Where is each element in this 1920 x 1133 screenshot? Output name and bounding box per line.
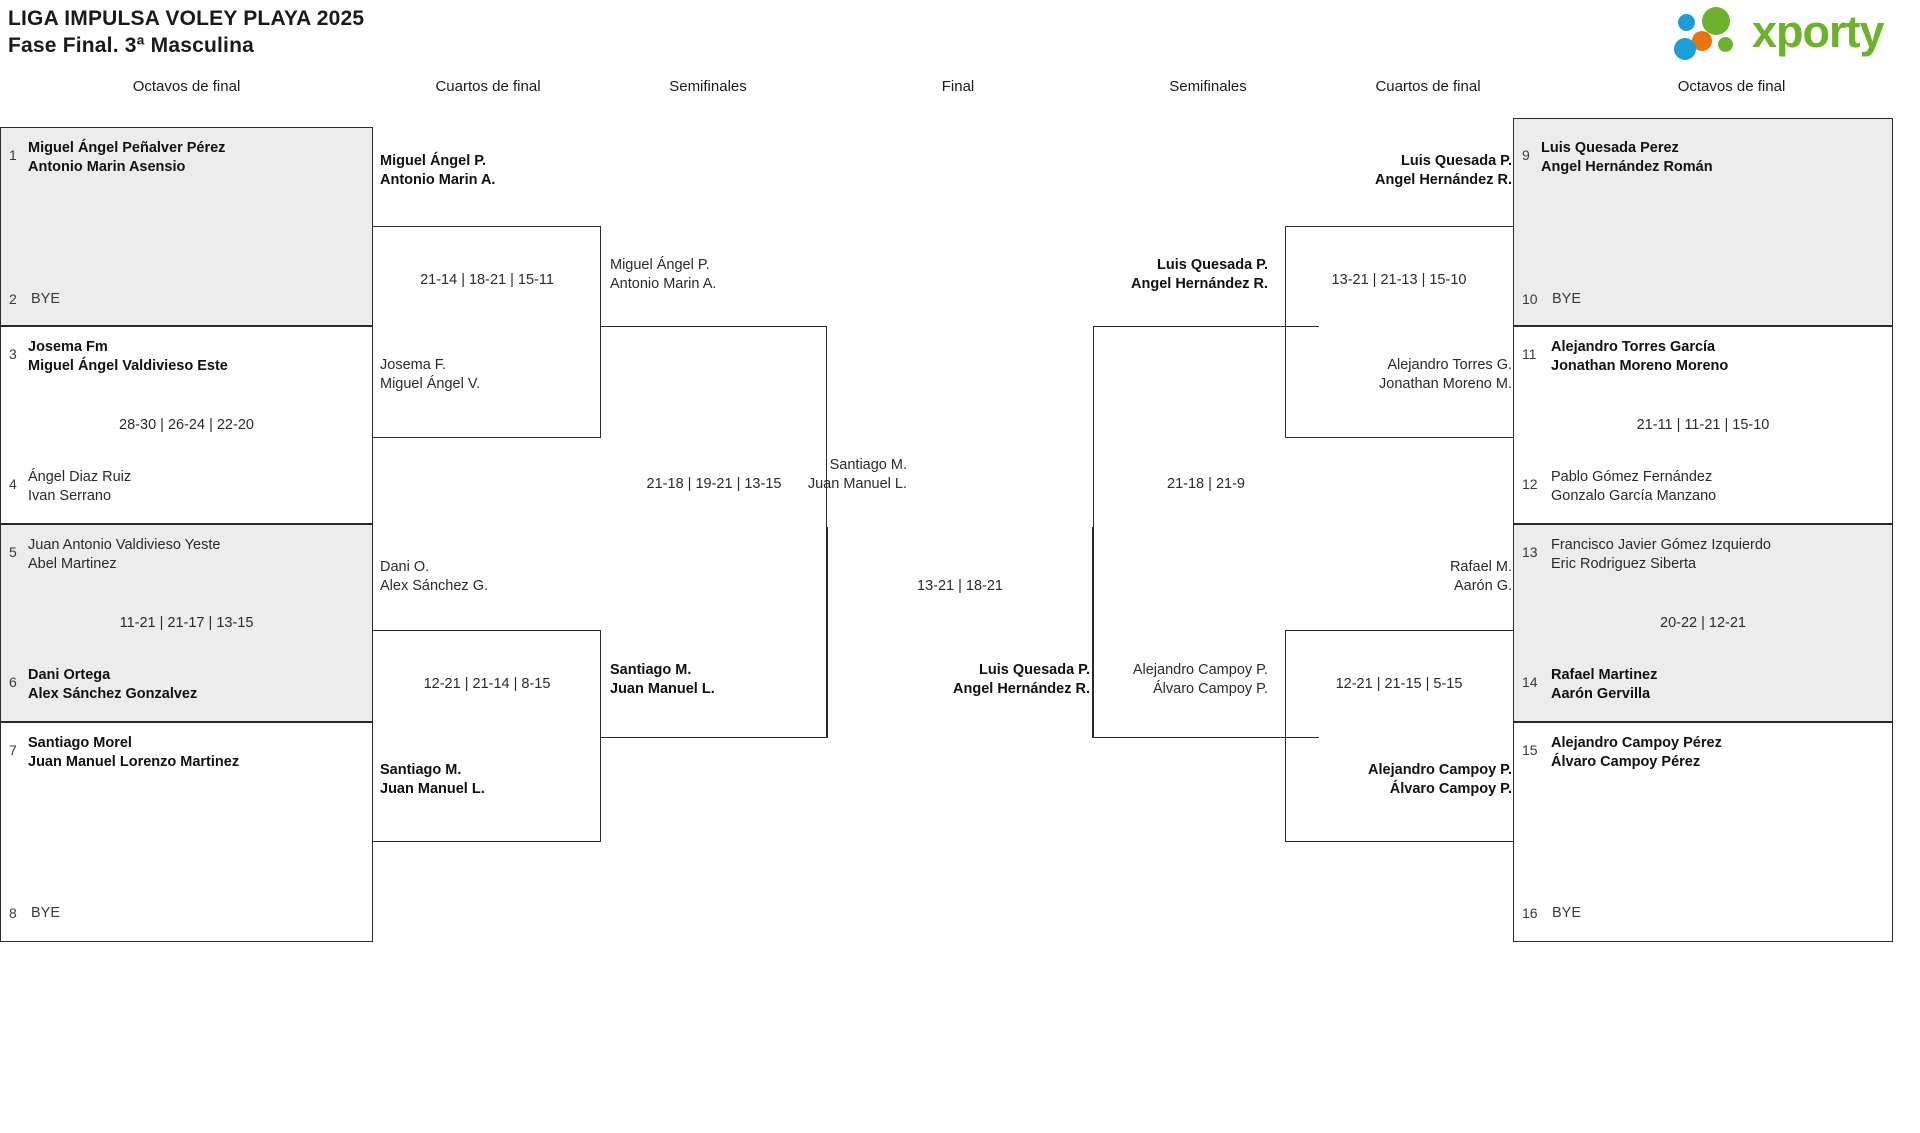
team-names: Ángel Diaz Ruiz Ivan Serrano	[28, 469, 132, 504]
seed-number: 16	[1522, 905, 1538, 921]
team-names: Santiago Morel Juan Manuel Lorenzo Marti…	[28, 735, 240, 770]
tournament-name: LIGA IMPULSA VOLEY PLAYA 2025	[8, 7, 365, 30]
qf-team-right-4: Alejandro Campoy P. Álvaro Campoy P.	[1368, 762, 1512, 797]
bye-label: BYE	[1552, 905, 1582, 921]
qf-score-2: 12-21 | 21-14 | 8-15	[423, 676, 551, 692]
qf-score-right-1: 13-21 | 21-13 | 15-10	[1331, 272, 1467, 288]
final-team-left: Santiago M. Juan Manuel L.	[807, 457, 907, 492]
qf-team-4: Santiago M. Juan Manuel L.	[380, 762, 485, 797]
round-label-right-r16: Octavos de final	[1677, 78, 1786, 95]
sf-team-right-1: Luis Quesada P. Angel Hernández R.	[1131, 257, 1268, 292]
sf-team-2: Santiago M. Juan Manuel L.	[610, 662, 715, 697]
seed-number: 8	[9, 905, 17, 921]
team-names: Luis Quesada Perez Angel Hernández Román	[1541, 140, 1713, 175]
team-names: Alejandro Campoy Pérez Álvaro Campoy Pér…	[1551, 735, 1722, 770]
round-label-right-qf: Cuartos de final	[1375, 78, 1481, 95]
sf-score-right: 21-18 | 21-9	[1167, 476, 1245, 492]
bye-label: BYE	[31, 291, 61, 307]
match-score: 11-21 | 21-17 | 13-15	[119, 615, 254, 631]
sf-link-left	[601, 326, 827, 738]
logo-dot-green-small	[1718, 37, 1733, 52]
seed-number: 15	[1522, 742, 1538, 758]
team-names: Francisco Javier Gómez Izquierdo Eric Ro…	[1551, 537, 1771, 572]
team-names: Pablo Gómez Fernández Gonzalo García Man…	[1551, 469, 1717, 504]
seed-number: 10	[1522, 291, 1538, 307]
r16-match-6[interactable]: 11 Alejandro Torres García Jonathan More…	[1513, 326, 1893, 524]
qf-team-right-2: Alejandro Torres G. Jonathan Moreno M.	[1379, 357, 1512, 392]
seed-number: 4	[9, 476, 17, 492]
seed-number: 5	[9, 544, 17, 560]
final-score: 13-21 | 18-21	[917, 578, 1003, 594]
qf-team-1: Miguel Ángel P. Antonio Marin A.	[380, 153, 496, 188]
qf-link-right-1	[1285, 226, 1513, 438]
tournament-phase: Fase Final. 3ª Masculina	[8, 34, 254, 57]
seed-number: 6	[9, 674, 17, 690]
match-score: 28-30 | 26-24 | 22-20	[119, 417, 254, 433]
qf-link-2	[373, 630, 601, 842]
final-team-right: Luis Quesada P. Angel Hernández R.	[953, 662, 1090, 697]
logo-dot-orange	[1692, 31, 1712, 51]
r16-match-4[interactable]: 7 Santiago Morel Juan Manuel Lorenzo Mar…	[0, 722, 373, 942]
logo-wordmark: xporty	[1752, 6, 1885, 57]
r16-match-1[interactable]: 1 Miguel Ángel Peñalver Pérez Antonio Ma…	[0, 127, 373, 326]
bye-label: BYE	[31, 905, 61, 921]
seed-number: 7	[9, 742, 17, 758]
xporty-logo: xporty	[1674, 5, 1910, 61]
sf-team-1: Miguel Ángel P. Antonio Marin A.	[610, 257, 717, 292]
seed-number: 12	[1522, 476, 1538, 492]
logo-dot-blue-small	[1678, 14, 1695, 31]
team-names: Juan Antonio Valdivieso Yeste Abel Marti…	[28, 537, 221, 572]
qf-score-right-2: 12-21 | 21-15 | 5-15	[1335, 676, 1463, 692]
r16-match-8[interactable]: 15 Alejandro Campoy Pérez Álvaro Campoy …	[1513, 722, 1893, 942]
qf-team-3: Dani O. Alex Sánchez G.	[380, 559, 488, 594]
round-label-right-sf: Semifinales	[1169, 78, 1247, 95]
r16-match-7[interactable]: 13 Francisco Javier Gómez Izquierdo Eric…	[1513, 524, 1893, 722]
r16-match-5[interactable]: 9 Luis Quesada Perez Angel Hernández Rom…	[1513, 118, 1893, 326]
bye-label: BYE	[1552, 291, 1582, 307]
team-names: Rafael Martinez Aarón Gervilla	[1551, 667, 1658, 702]
sf-team-right-2: Alejandro Campoy P. Álvaro Campoy P.	[1132, 662, 1268, 697]
qf-score-1: 21-14 | 18-21 | 15-11	[420, 272, 554, 288]
seed-number: 2	[9, 291, 17, 307]
qf-team-2: Josema F. Miguel Ángel V.	[380, 357, 481, 392]
final-link	[827, 527, 1093, 738]
logo-dot-blue-large	[1674, 38, 1696, 60]
round-label-left-r16: Octavos de final	[132, 78, 241, 95]
seed-number: 1	[9, 147, 17, 163]
seed-number: 13	[1522, 544, 1538, 560]
r16-match-2[interactable]: 3 Josema Fm Miguel Ángel Valdivieso Este…	[0, 326, 373, 524]
page-title: LIGA IMPULSA VOLEY PLAYA 2025 Fase Final…	[8, 6, 364, 59]
qf-link-1	[373, 226, 601, 438]
team-names: Dani Ortega Alex Sánchez Gonzalvez	[28, 667, 198, 702]
qf-team-right-3: Rafael M. Aarón G.	[1449, 559, 1512, 594]
round-label-left-qf: Cuartos de final	[435, 78, 541, 95]
sf-score-left: 21-18 | 19-21 | 13-15	[646, 476, 782, 492]
seed-number: 3	[9, 346, 17, 362]
team-names: Josema Fm Miguel Ángel Valdivieso Este	[28, 339, 228, 374]
seed-number: 14	[1522, 674, 1538, 690]
sf-link-right	[1093, 326, 1319, 738]
seed-number: 9	[1522, 147, 1530, 163]
qf-team-right-1: Luis Quesada P. Angel Hernández R.	[1375, 153, 1512, 188]
team-names: Alejandro Torres García Jonathan Moreno …	[1551, 339, 1729, 374]
match-score: 21-11 | 11-21 | 15-10	[1636, 417, 1770, 433]
round-label-left-sf: Semifinales	[669, 78, 747, 95]
qf-link-right-2	[1285, 630, 1513, 842]
r16-match-3[interactable]: 5 Juan Antonio Valdivieso Yeste Abel Mar…	[0, 524, 373, 722]
round-label-final: Final	[941, 78, 975, 95]
seed-number: 11	[1522, 346, 1537, 362]
match-score: 20-22 | 12-21	[1660, 615, 1746, 631]
logo-dot-green-large	[1702, 7, 1730, 35]
team-names: Miguel Ángel Peñalver Pérez Antonio Mari…	[28, 140, 226, 175]
